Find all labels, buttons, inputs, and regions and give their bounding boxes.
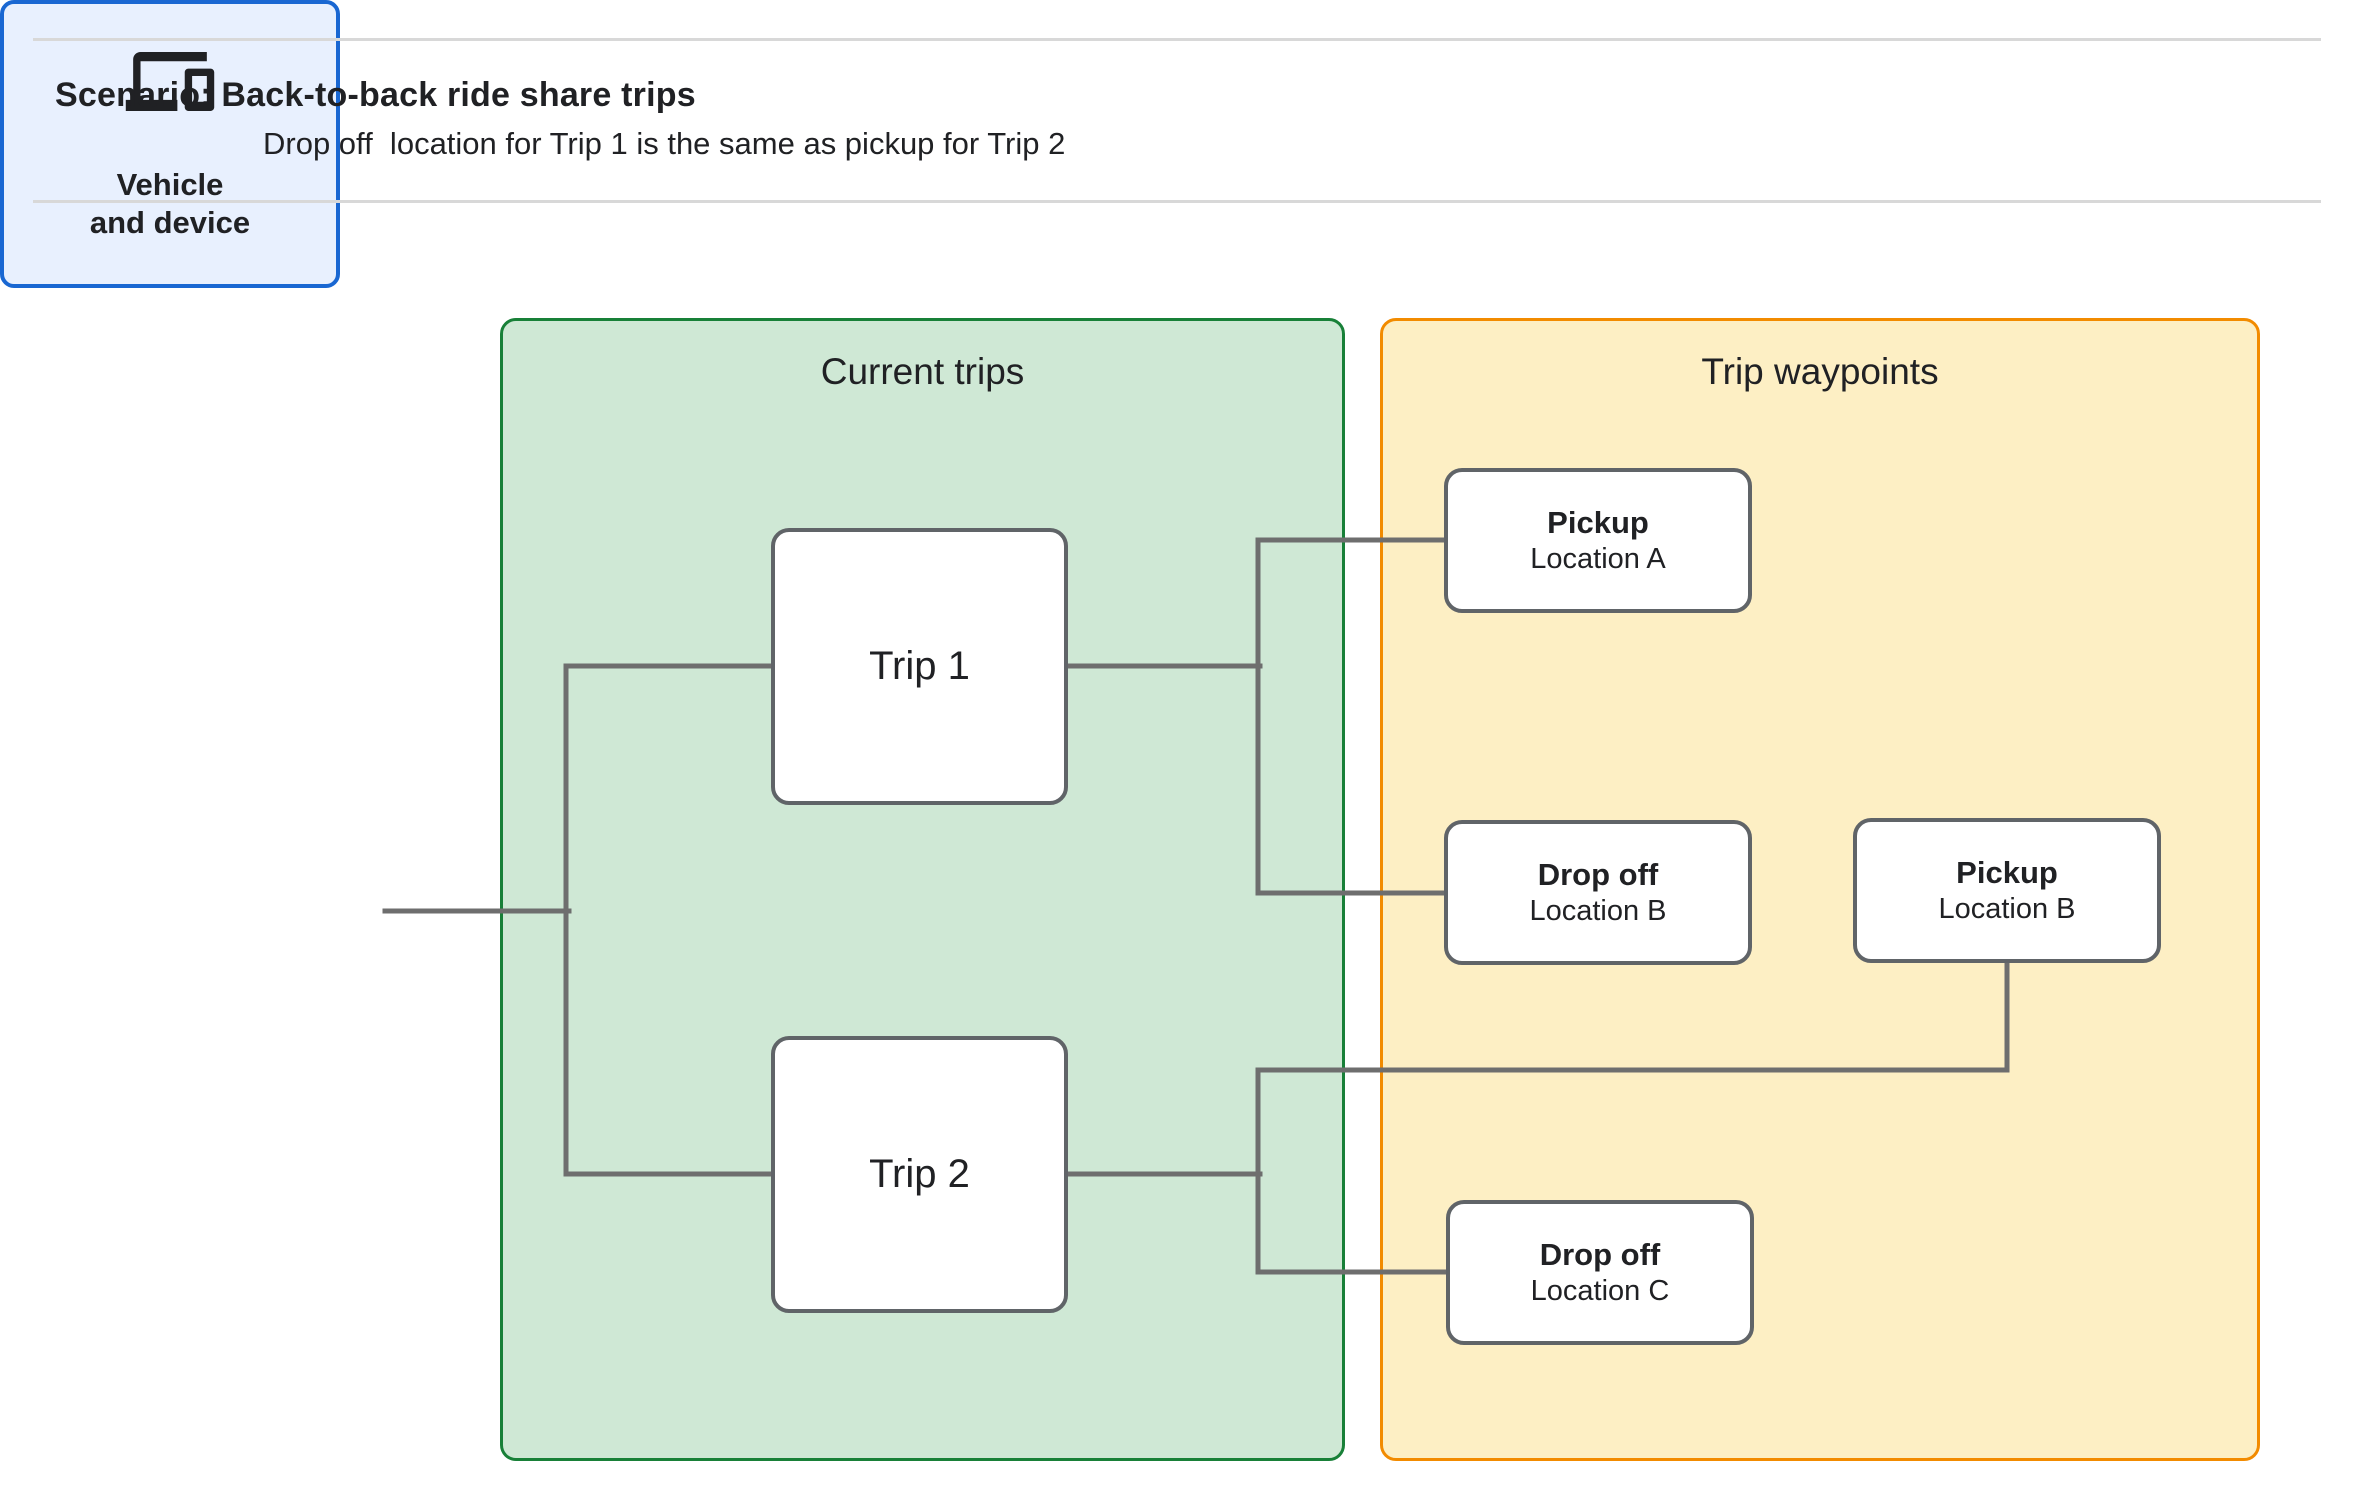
trip-1-label: Trip 1: [869, 644, 970, 688]
waypoint-type: Drop off: [1539, 1236, 1661, 1272]
waypoint-location: Location B: [1938, 892, 2076, 925]
waypoint-pickup-location-a: Pickup Location A: [1444, 468, 1752, 613]
current-trips-title: Current trips: [820, 351, 1025, 392]
waypoint-pickup-location-b: Pickup Location B: [1853, 818, 2161, 963]
waypoint-dropoff-location-c: Drop off Location C: [1446, 1200, 1754, 1345]
connector-trip2-waypoints: [1255, 960, 2010, 1275]
connector-trips-branch: [563, 663, 774, 1177]
page-subtitle: Drop off location for Trip 1 is the same…: [263, 126, 1066, 161]
waypoint-location: Location C: [1530, 1274, 1670, 1307]
devices-icon: [125, 52, 215, 111]
waypoint-type: Pickup: [1547, 504, 1649, 540]
trip-1-node: Trip 1: [771, 528, 1068, 805]
waypoint-type: Drop off: [1537, 856, 1659, 892]
trip-waypoints-title: Trip waypoints: [1701, 351, 1939, 392]
top-divider: [33, 38, 2321, 41]
page-title: Scenario: Back-to-back ride share trips: [55, 76, 696, 114]
vehicle-label-line2: and device: [89, 205, 251, 240]
waypoint-location: Location A: [1530, 542, 1666, 575]
waypoint-dropoff-location-b: Drop off Location B: [1444, 820, 1752, 965]
connector-trip1-waypoints: [1255, 537, 1447, 896]
waypoint-type: Pickup: [1956, 854, 2058, 890]
trip-2-node: Trip 2: [771, 1036, 1068, 1313]
trip-2-label: Trip 2: [869, 1152, 970, 1196]
header-divider: [33, 200, 2321, 203]
waypoint-location: Location B: [1529, 894, 1667, 927]
vehicle-node: Vehicle and device: [0, 0, 340, 288]
vehicle-label-line1: Vehicle: [116, 167, 224, 202]
